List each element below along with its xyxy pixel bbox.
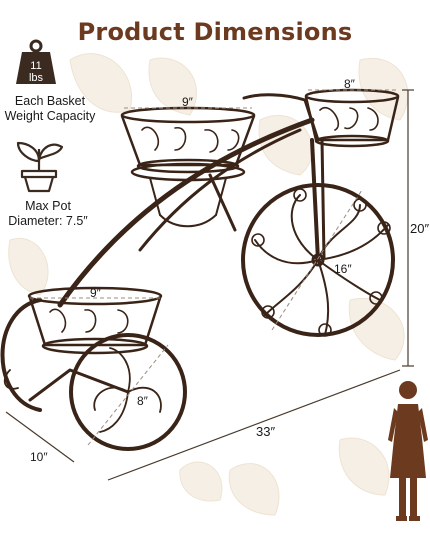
pot-label: Max Pot Diameter: 7.5″: [0, 199, 96, 229]
front-basket: [304, 88, 400, 148]
bottom-basket: [27, 286, 163, 355]
plant-pot-icon: [16, 141, 64, 193]
pot-line-2: Diameter: 7.5″: [8, 214, 88, 228]
dimension-bottom-basket: 9″: [90, 286, 101, 300]
capacity-label: Each Basket Weight Capacity: [0, 94, 100, 124]
dimension-length: 33″: [256, 424, 276, 439]
weight-value: 11: [30, 60, 42, 72]
capacity-line-2: Weight Capacity: [4, 109, 96, 123]
dimension-front-wheel: 16″: [334, 262, 352, 276]
dimension-height: 20″: [410, 221, 430, 236]
pot-line-1: Max Pot: [25, 199, 71, 213]
person-silhouette: [388, 381, 428, 521]
weight-unit: lbs: [28, 72, 44, 84]
dimension-top-basket-right: 8″: [344, 77, 355, 91]
page-title: Product Dimensions: [77, 18, 353, 46]
rear-wheel-front: [69, 333, 187, 451]
rear-wheel-back: [0, 298, 42, 412]
capacity-line-1: Each Basket: [14, 94, 86, 108]
dimension-depth: 10″: [30, 450, 48, 464]
top-basket: [120, 106, 256, 228]
dimension-rear-wheel: 8″: [137, 394, 148, 408]
dimension-top-basket-left: 9″: [182, 95, 193, 109]
weight-icon: [16, 39, 56, 84]
weight-badge: 11 lbs: [14, 60, 58, 84]
